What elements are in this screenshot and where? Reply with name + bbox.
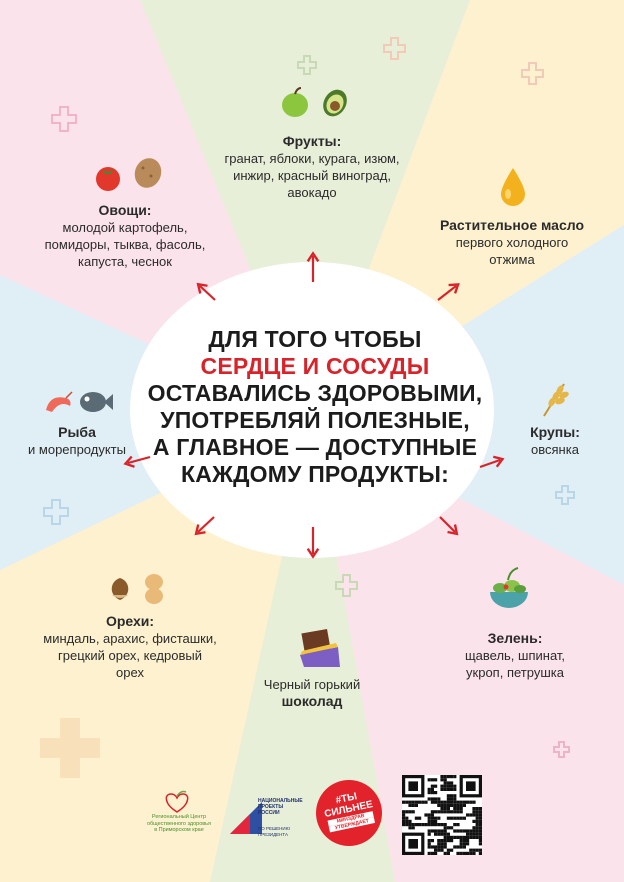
fruits-line2: инжир, красный виноград, [233, 168, 391, 183]
qr-code[interactable] [402, 775, 482, 855]
np-line5: ПРЕЗИДЕНТА [258, 831, 288, 837]
fruits-line1: гранат, яблоки, курага, изюм, [224, 151, 400, 166]
oil-block: Растительное масло первого холодного отж… [424, 217, 600, 268]
veg-title: Овощи: [98, 202, 152, 218]
arrow-downright [439, 516, 459, 536]
peanut-icon [140, 572, 168, 611]
nuts-line3: орех [116, 665, 144, 680]
fish-icon [78, 388, 114, 421]
np-line3: РОССИИ [258, 810, 280, 816]
greens-line1: щавель, шпинат, [464, 648, 566, 663]
national-projects-logo: НАЦИОНАЛЬНЫЕ ПРОЕКТЫ РОССИИ ПО РЕШЕНИЮ П… [228, 796, 303, 840]
greens-line2: укроп, петрушка [466, 665, 564, 680]
avocado-icon [320, 86, 350, 123]
chocolate-line1: Черный горький [263, 677, 361, 692]
veg-line2: помидоры, тыква, фасоль, [44, 237, 206, 252]
arrow-left [123, 455, 151, 468]
nuts-line2: грецкий орех, кедровый [58, 648, 202, 663]
apple-heart-icon [165, 790, 189, 813]
center-line1: Региональный Центр [151, 814, 207, 820]
center-line3: в Приморском крае [154, 827, 204, 833]
arrow-upright [437, 283, 460, 301]
fish-title: Рыба [58, 424, 96, 440]
fish-line1: и морепродукты [28, 442, 126, 457]
arrow-downleft [194, 516, 215, 536]
national-projects-icon [230, 802, 262, 834]
chestnut-icon [106, 575, 134, 608]
salad-bowl-icon [486, 566, 532, 617]
fruits-title: Фрукты: [282, 133, 342, 149]
potato-icon [131, 156, 165, 195]
chocolate-title: шоколад [281, 693, 343, 709]
veg-line3: капуста, чеснок [78, 254, 172, 269]
greens-block: Зелень: щавель, шпинат, укроп, петрушка [440, 630, 590, 681]
apple-icon [279, 86, 311, 123]
veg-line1: молодой картофель, [62, 220, 188, 235]
oil-line1: первого холодного [455, 235, 569, 250]
headline-line4: УПОТРЕБЛЯЙ ПОЛЕЗНЫЕ, [160, 407, 470, 433]
nuts-line1: миндаль, арахис, фисташки, [43, 631, 217, 646]
headline-line6: КАЖДОМУ ПРОДУКТЫ: [181, 461, 449, 487]
vegetables-block: Овощи: молодой картофель, помидоры, тыкв… [30, 202, 220, 270]
headline-line1: ДЛЯ ТОГО ЧТОБЫ [208, 326, 422, 352]
chocolate-block: Черный горький шоколад [238, 676, 386, 710]
np-line1: НАЦИОНАЛЬНЫЕ [258, 798, 303, 804]
oil-drop-icon [498, 166, 528, 213]
ty-silnee-badge: #ТЫ СИЛЬНЕЕ МИНЗДРАВ УТВЕРЖДАЕТ [316, 780, 382, 846]
fruits-block: Фрукты: гранат, яблоки, курага, изюм, ин… [200, 133, 424, 201]
fish-block: Рыба и морепродукты [12, 424, 142, 458]
oil-title: Растительное масло [439, 217, 585, 233]
np-line2: ПРОЕКТЫ [258, 804, 284, 810]
grain-title: Крупы: [530, 424, 580, 440]
grain-block: Крупы: овсянка [505, 424, 605, 458]
arrow-right [479, 455, 505, 469]
headline-line3: ОСТАВАЛИСЬ ЗДОРОВЫМИ, [147, 380, 483, 406]
greens-title: Зелень: [487, 630, 543, 646]
np-line4: ПО РЕШЕНИЮ [258, 826, 291, 831]
center-line2: общественного здоровья [146, 820, 212, 827]
headline-line5: А ГЛАВНОЕ — ДОСТУПНЫЕ [152, 434, 478, 460]
headline-line2: СЕРДЦЕ И СОСУДЫ [200, 353, 430, 379]
shrimp-icon [40, 390, 74, 423]
regional-center-logo: Региональный Центр общественного здоровь… [138, 790, 220, 840]
oil-line2: отжима [489, 252, 535, 267]
chocolate-icon [298, 627, 342, 674]
fruits-line3: авокадо [287, 185, 337, 200]
grain-line1: овсянка [531, 442, 579, 457]
wheat-icon [540, 380, 570, 423]
arrow-upleft [196, 282, 216, 301]
headline: ДЛЯ ТОГО ЧТОБЫ СЕРДЦЕ И СОСУДЫ ОСТАВАЛИС… [130, 326, 500, 488]
nuts-title: Орехи: [105, 613, 155, 629]
nuts-block: Орехи: миндаль, арахис, фисташки, грецки… [30, 613, 230, 681]
tomato-icon [93, 162, 123, 197]
qr-code-icon [402, 775, 482, 855]
